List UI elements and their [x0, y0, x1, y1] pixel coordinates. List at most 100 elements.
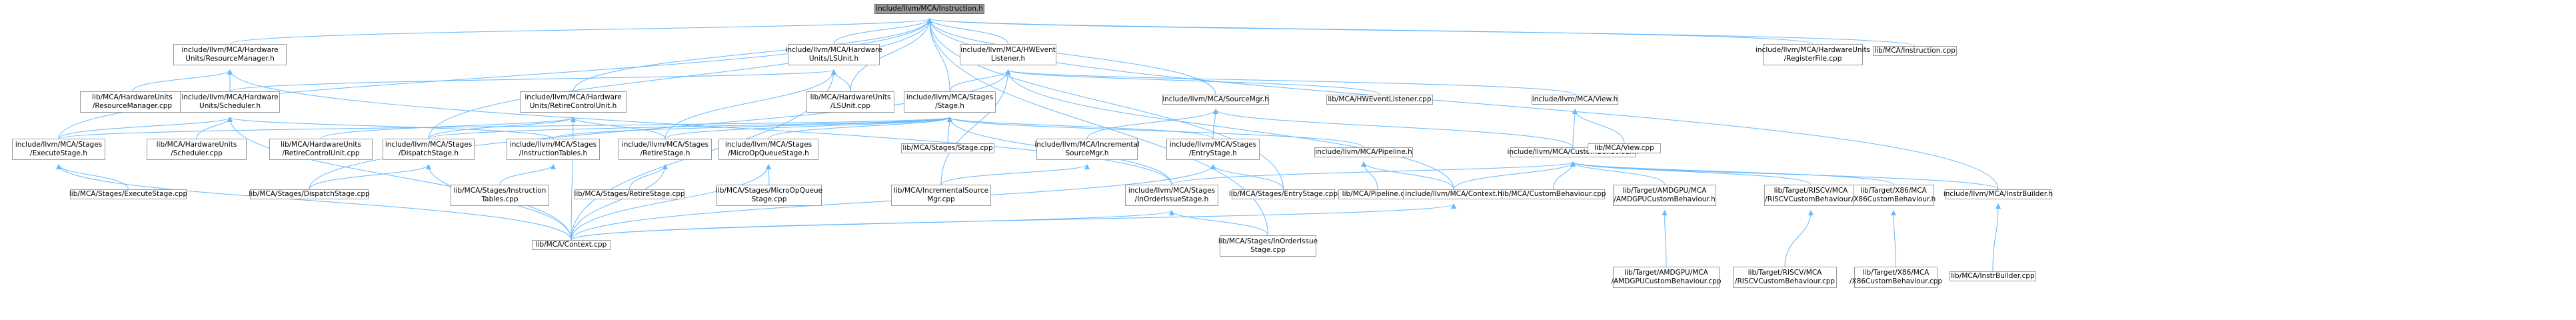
- edge-executestage_h-to-stage_h: [58, 117, 952, 139]
- edge-executestage_h-to-instruction_h: [58, 18, 932, 139]
- edge-x86cb_h-to-custombehaviour_h: [1570, 161, 1894, 185]
- edge-retirestage_h-to-lsunit_h: [664, 69, 836, 139]
- edge-incrementalsourcemgr_h-to-sourcemgr_h: [1086, 109, 1218, 139]
- node-incrementalsourcemgr-cpp[interactable]: lib/MCA/IncrementalSource Mgr.cpp: [891, 185, 991, 206]
- edge-context_cpp-to-context_h: [571, 203, 1456, 241]
- node-x86cb-h[interactable]: lib/Target/X86/MCA /X86CustomBehaviour.h: [1852, 185, 1935, 206]
- edge-lsunit_h-to-instruction_h: [833, 18, 932, 45]
- node-microopqueuestage-h[interactable]: include/llvm/MCA/Stages /MicroOpQueueSta…: [718, 139, 818, 160]
- edge-lsunit_cpp-to-lsunit_h: [831, 69, 851, 92]
- node-pipeline-cpp[interactable]: lib/MCA/Pipeline.cpp: [1338, 189, 1417, 199]
- edge-inorderissuestage_cpp-to-inorderissuestage_h: [1169, 210, 1268, 236]
- node-retirestage-h[interactable]: include/llvm/MCA/Stages /RetireStage.h: [619, 139, 712, 160]
- edge-hweventlistener_cpp-to-hweventlistener_h: [1005, 69, 1380, 95]
- edge-entrystage_h-to-stage_h: [947, 117, 1214, 139]
- edge-context_h-to-hweventlistener_h: [1005, 69, 1454, 190]
- edge-executestage_h-to-scheduler_h: [58, 117, 233, 139]
- edge-context_cpp-to-executestage_h: [56, 164, 572, 241]
- edge-lsunit_cpp-to-instruction_h: [850, 18, 932, 92]
- edge-instructiontables_cpp-to-instructiontables_h: [499, 164, 556, 185]
- node-executestage-cpp[interactable]: lib/MCA/Stages/ExecuteStage.cpp: [69, 189, 188, 199]
- edge-resourcemanager_h-to-instruction_h: [229, 18, 932, 45]
- node-view-h[interactable]: include/llvm/MCA/View.h: [1532, 95, 1618, 105]
- node-hweventlistener-cpp[interactable]: lib/MCA/HWEventListener.cpp: [1326, 95, 1433, 105]
- node-dispatchstage-h[interactable]: include/llvm/MCA/Stages /DispatchStage.h: [383, 139, 475, 160]
- node-riscvcb-cpp[interactable]: lib/Target/RISCV/MCA /RISCVCustomBehavio…: [1733, 267, 1837, 288]
- node-context-cpp[interactable]: lib/MCA/Context.cpp: [532, 240, 611, 250]
- edge-custombehaviour_h-to-sourcemgr_h: [1213, 109, 1574, 148]
- edge-view_cpp-to-view_h: [1572, 109, 1625, 144]
- edge-custombehaviour_h-to-view_h: [1572, 109, 1578, 148]
- node-amdgpucb-h[interactable]: lib/Target/AMDGPU/MCA /AMDGPUCustomBehav…: [1613, 185, 1716, 206]
- node-inorderissuestage-cpp[interactable]: lib/MCA/Stages/InOrderIssue Stage.cpp: [1218, 235, 1318, 257]
- node-sourcemgr-h[interactable]: include/llvm/MCA/SourceMgr.h: [1162, 95, 1269, 105]
- edge-context_h-to-pipeline_h: [1361, 161, 1454, 190]
- node-scheduler-cpp[interactable]: lib/MCA/HardwareUnits /Scheduler.cpp: [147, 139, 247, 160]
- node-stage-cpp[interactable]: lib/MCA/Stages/Stage.cpp: [901, 143, 994, 153]
- node-resourcemanager-cpp[interactable]: lib/MCA/HardwareUnits /ResourceManager.c…: [80, 91, 185, 113]
- edge-dispatchstage_h-to-retirecontrolunit_h: [428, 117, 576, 139]
- edge-dispatchstage_h-to-stage_h: [428, 117, 952, 139]
- edge-stage_cpp-to-stage_h: [946, 117, 952, 144]
- node-x86cb-cpp[interactable]: lib/Target/X86/MCA /X86CustomBehaviour.c…: [1850, 267, 1942, 288]
- node-retirestage-cpp[interactable]: lib/MCA/Stages/RetireStage.cpp: [574, 189, 685, 199]
- node-context-h[interactable]: include/llvm/MCA/Context.h: [1403, 189, 1504, 199]
- node-stage-h[interactable]: include/llvm/MCA/Stages /Stage.h: [904, 91, 996, 113]
- edge-retirestage_cpp-to-retirestage_h: [629, 164, 668, 190]
- node-hweventlistener-h[interactable]: include/llvm/MCA/HWEvent Listener.h: [960, 44, 1056, 65]
- edge-instrbuilder_cpp-to-instrbuilder_h: [1992, 203, 2001, 272]
- node-instruction-h: include/llvm/MCA/Instruction.h: [874, 4, 984, 14]
- node-riscvcb-h[interactable]: lib/Target/RISCV/MCA /RISCVCustomBehavio…: [1764, 185, 1858, 206]
- edge-amdgpucb_h-to-custombehaviour_h: [1570, 161, 1665, 185]
- node-amdgpucb-cpp[interactable]: lib/Target/AMDGPU/MCA /AMDGPUCustomBehav…: [1612, 267, 1722, 288]
- edge-entrystage_cpp-to-instruction_h: [926, 18, 1284, 190]
- node-retirecontrolunit-h[interactable]: include/llvm/MCA/Hardware Units/RetireCo…: [520, 91, 627, 113]
- edge-retirestage_h-to-stage_h: [664, 117, 952, 139]
- edge-amdgpucb_cpp-to-amdgpucb_h: [1662, 210, 1668, 267]
- node-incrementalsourcemgr-h[interactable]: include/llvm/MCA/Incremental SourceMgr.h: [1034, 139, 1140, 160]
- edge-dispatchstage_cpp-to-dispatchstage_h: [309, 164, 431, 190]
- node-custombehaviour-cpp[interactable]: lib/MCA/CustomBehaviour.cpp: [1500, 189, 1606, 199]
- edge-entrystage_cpp-to-entrystage_h: [1210, 164, 1284, 190]
- node-instruction-cpp[interactable]: lib/MCA/Instruction.cpp: [1873, 46, 1957, 56]
- node-entrystage-cpp[interactable]: lib/MCA/Stages/EntryStage.cpp: [1228, 189, 1338, 199]
- node-scheduler-h[interactable]: include/llvm/MCA/Hardware Units/Schedule…: [180, 91, 280, 113]
- node-pipeline-h[interactable]: include/llvm/MCA/Pipeline.h: [1314, 147, 1413, 157]
- edge-pipeline_cpp-to-pipeline_h: [1361, 161, 1378, 190]
- edge-registerfile_h-to-instruction_h: [927, 18, 1814, 45]
- edge-instrbuilder_h-to-custombehaviour_h: [1570, 161, 1999, 190]
- edge-context_cpp-to-retirestage_h: [571, 164, 668, 241]
- edge-view_h-to-hweventlistener_h: [1005, 69, 1576, 95]
- edge-resourcemanager_cpp-to-resourcemanager_h: [132, 69, 233, 92]
- edge-microopqueuestage_h-to-stage_h: [768, 117, 952, 139]
- node-lsunit-cpp[interactable]: lib/MCA/HardwareUnits /LSUnit.cpp: [806, 91, 894, 113]
- node-retirecontrolunit-cpp[interactable]: lib/MCA/HardwareUnits /RetireControlUnit…: [269, 139, 373, 160]
- edge-executestage_cpp-to-executestage_h: [56, 164, 129, 190]
- node-entrystage-h[interactable]: include/llvm/MCA/Stages /EntryStage.h: [1166, 139, 1260, 160]
- edge-context_cpp-to-scheduler_h: [227, 117, 572, 241]
- node-microopqueuestage-cpp[interactable]: lib/MCA/Stages/MicroOpQueue Stage.cpp: [716, 185, 822, 206]
- node-instructiontables-h[interactable]: include/llvm/MCA/Stages /InstructionTabl…: [507, 139, 600, 160]
- edge-hweventlistener_h-to-instruction_h: [926, 18, 1008, 45]
- edge-scheduler_cpp-to-scheduler_h: [196, 117, 233, 139]
- edge-context_h-to-custombehaviour_h: [1453, 161, 1576, 190]
- edge-context_cpp-to-inorderissuestage_h: [571, 210, 1174, 241]
- node-instrbuilder-cpp[interactable]: lib/MCA/InstrBuilder.cpp: [1949, 271, 2036, 281]
- edge-retirecontrolunit_h-to-instruction_h: [573, 18, 932, 92]
- node-executestage-h[interactable]: include/llvm/MCA/Stages /ExecuteStage.h: [12, 139, 105, 160]
- node-instrbuilder-h[interactable]: include/llvm/MCA/InstrBuilder.h: [1943, 189, 2053, 199]
- node-view-cpp[interactable]: lib/MCA/View.cpp: [1588, 143, 1661, 153]
- edge-incrementalsourcemgr_cpp-to-hweventlistener_h: [940, 69, 1011, 185]
- edge-custombehaviour_cpp-to-custombehaviour_h: [1553, 161, 1576, 190]
- node-dispatchstage-cpp[interactable]: lib/MCA/Stages/DispatchStage.cpp: [249, 189, 370, 199]
- edge-context_cpp-to-retirecontrolunit_h: [570, 117, 576, 241]
- edge-riscvcb_cpp-to-riscvcb_h: [1784, 210, 1814, 267]
- node-inorderissuestage-h[interactable]: include/llvm/MCA/Stages /InOrderIssueSta…: [1125, 185, 1218, 206]
- edge-instruction_cpp-to-instruction_h: [927, 18, 1916, 47]
- node-instructiontables-cpp[interactable]: lib/MCA/Stages/Instruction Tables.cpp: [451, 185, 549, 206]
- node-resourcemanager-h[interactable]: include/llvm/MCA/Hardware Units/Resource…: [173, 44, 287, 65]
- node-registerfile-h[interactable]: include/llvm/MCA/HardwareUnits /Register…: [1756, 44, 1870, 65]
- edge-retirecontrolunit_cpp-to-retirecontrolunit_h: [321, 117, 576, 139]
- node-lsunit-h[interactable]: include/llvm/MCA/Hardware Units/LSUnit.h: [785, 44, 882, 65]
